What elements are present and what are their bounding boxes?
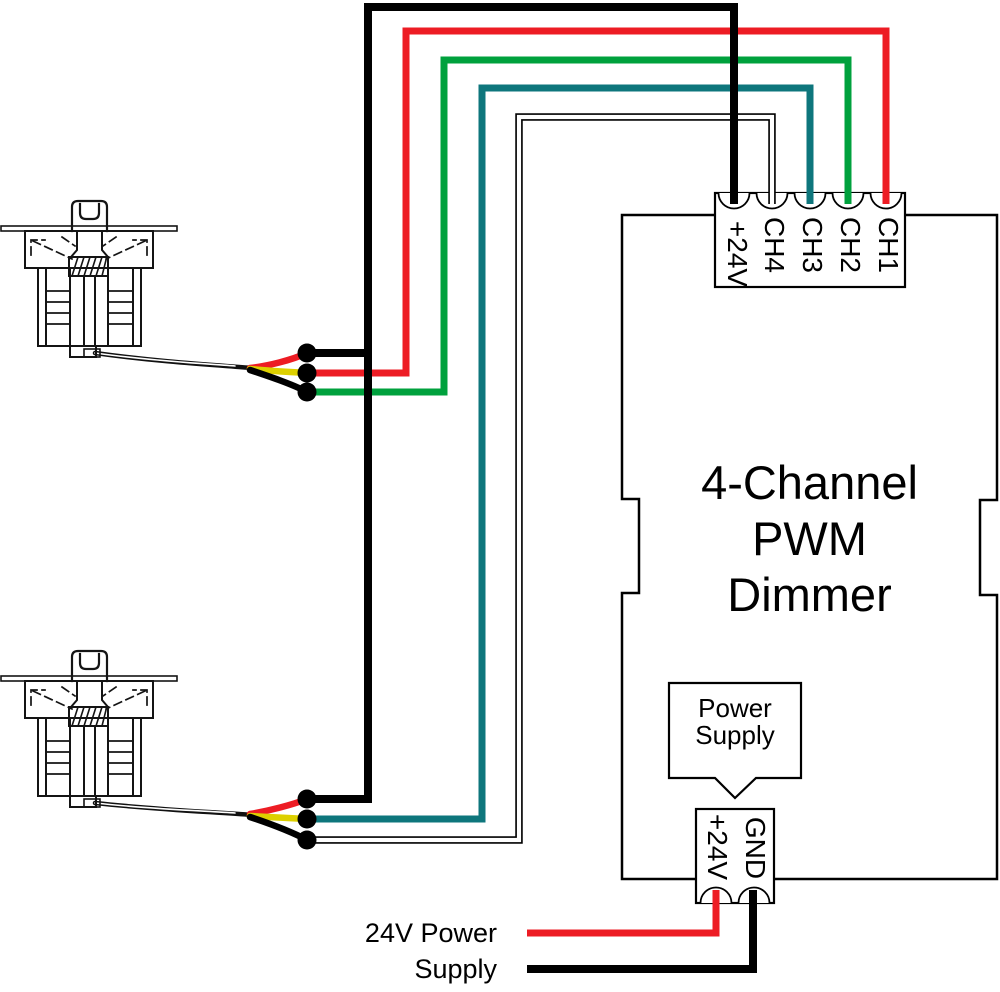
- junction-dot: [297, 830, 317, 850]
- wire-supply-positive-red: [527, 890, 720, 937]
- wire-ch2-green: [307, 56, 852, 396]
- power-supply-callout: [667, 681, 803, 800]
- fixture2-cable: [92, 795, 311, 844]
- junction-dot: [297, 809, 317, 829]
- power-supply-callout-line2: Supply: [695, 720, 775, 750]
- power-source-label: 24V Power Supply: [250, 915, 497, 987]
- junction-dot: [297, 382, 317, 402]
- wire-ch1-red: [307, 27, 890, 377]
- junction-dot: [297, 363, 317, 383]
- terminal-label-ch3: CH3: [797, 216, 828, 274]
- terminal-label-ch4: CH4: [759, 216, 790, 274]
- power-source-label-line2: Supply: [414, 954, 497, 984]
- wire-ch4-white-core: [307, 114, 775, 843]
- dimmer-title-line3: Dimmer: [727, 568, 892, 621]
- wire-24v-bus-black: [307, 3, 738, 803]
- dimmer-title: 4-Channel PWM Dimmer: [622, 455, 997, 623]
- dimmer-title-line2: PWM: [752, 512, 867, 565]
- power-supply-callout-text: Power Supply: [669, 695, 801, 749]
- wire-supply-negative-black: [527, 890, 757, 973]
- power-supply-callout-line1: Power: [698, 693, 772, 723]
- fixture1-cable: [92, 349, 311, 396]
- terminal-label-24v: +24V: [722, 220, 753, 288]
- wire-ch3-teal: [307, 84, 814, 823]
- junction-dots: [297, 343, 317, 850]
- terminal-label-power-24v: +24V: [702, 813, 733, 881]
- fixture-1: [0, 199, 179, 359]
- dimmer-title-line1: 4-Channel: [701, 456, 918, 509]
- junction-dot: [297, 343, 317, 363]
- terminal-label-ch1: CH1: [873, 216, 904, 274]
- fixture-2: [0, 649, 179, 809]
- junction-dot: [297, 789, 317, 809]
- terminal-label-ch2: CH2: [835, 216, 866, 274]
- terminal-label-power-gnd: GND: [740, 816, 771, 880]
- power-source-label-line1: 24V Power: [364, 918, 497, 948]
